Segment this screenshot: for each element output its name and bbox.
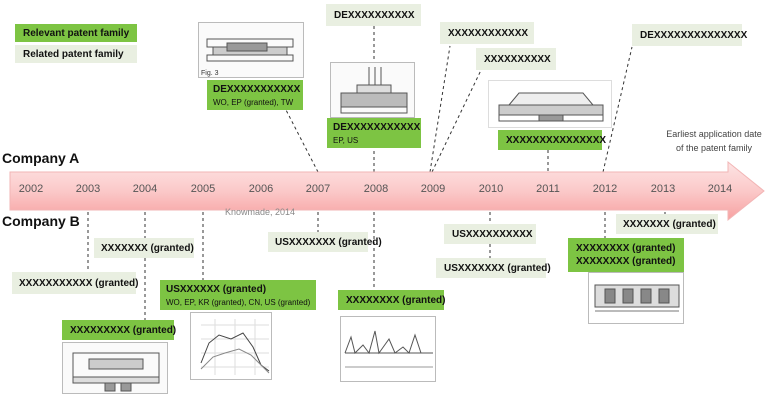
company-a-patent-2: DEXXXXXXXXXX <box>326 4 421 26</box>
year-label: 2005 <box>190 183 216 195</box>
patent-label: XXXXXXXX (granted) <box>576 243 676 254</box>
connector-a4 <box>429 45 451 173</box>
connector-a1 <box>284 107 319 173</box>
patent-drawing <box>62 342 168 394</box>
year-label: 2012 <box>592 183 618 195</box>
patent-drawing <box>330 62 415 118</box>
company-b-patent-1: XXXXXXX (granted) <box>94 238 194 258</box>
patent-drawing-figure <box>340 67 408 114</box>
patent-countries: WO, EP (granted), TW <box>213 98 294 107</box>
patent-drawing-figure <box>200 319 270 375</box>
year-label: 2002 <box>18 183 44 195</box>
patent-drawing-figure: Fig. 3 <box>201 38 294 77</box>
patent-id: DEXXXXXXXXXX <box>334 10 415 21</box>
company-a-patent-4: XXXXXXXXXXXX <box>440 22 534 44</box>
patent-drawing <box>588 272 684 324</box>
patent-label: USXXXXXXX (granted) <box>275 237 382 248</box>
legend-relevant-label: Relevant patent family <box>23 28 130 39</box>
patent-id: XXXXXXXXXXXXXXX <box>506 135 607 146</box>
patent-label: XXXXXXXXXXX (granted) <box>19 278 139 289</box>
year-label: 2013 <box>650 183 676 195</box>
patent-id: DEXXXXXXXXXXXXXX <box>640 30 748 41</box>
patent-label: XXXXXXXXX (granted) <box>70 325 177 336</box>
patent-drawing-figure <box>72 352 160 392</box>
company-a-patent-6: XXXXXXXXXXXXXXX <box>498 130 606 150</box>
svg-text:Fig. 3: Fig. 3 <box>201 70 219 77</box>
timeline-note: Earliest application date of the patent … <box>666 129 762 153</box>
patent-id: DEXXXXXXXXXXX <box>333 122 421 133</box>
patent-drawing <box>488 80 612 128</box>
patent-label: USXXXXXXXXXX <box>452 229 533 240</box>
patent-label: XXXXXXXX (granted) <box>346 295 446 306</box>
legend-related-label: Related patent family <box>23 49 124 60</box>
patent-drawing: Fig. 3 <box>198 22 304 78</box>
company-a-patent-1: DEXXXXXXXXXXX WO, EP (granted), TW <box>207 80 303 110</box>
company-b-label: Company B <box>2 213 80 229</box>
company-b-patent-2: XXXXXXXXXXX (granted) <box>12 272 139 294</box>
patent-label-line2: XXXXXXXX (granted) <box>576 256 676 267</box>
company-b-patent-4: XXXXXXXXX (granted) <box>62 320 177 340</box>
year-label: 2014 <box>707 183 733 195</box>
patent-id: XXXXXXXXXX <box>484 54 551 65</box>
company-b-patent-5: USXXXXXXX (granted) <box>268 232 382 252</box>
year-label: 2004 <box>132 183 158 195</box>
year-label: 2011 <box>536 183 560 195</box>
company-b-patent-8: USXXXXXXX (granted) <box>436 258 551 278</box>
patent-drawing <box>340 316 436 382</box>
patent-label: USXXXXXX (granted) <box>166 284 267 295</box>
patent-drawing-figure <box>594 284 680 312</box>
legend-related: Related patent family <box>15 45 137 63</box>
year-label: 2008 <box>363 183 389 195</box>
timeline-watermark: Knowmade, 2014 <box>225 207 296 217</box>
year-label: 2010 <box>478 183 504 195</box>
patent-countries: EP, US <box>333 136 359 145</box>
year-label: 2006 <box>248 183 274 195</box>
connector-a5 <box>431 65 484 173</box>
company-b-patent-6: XXXXXXXX (granted) <box>338 290 446 310</box>
patent-drawing-figure <box>498 92 604 122</box>
company-b-patent-7: USXXXXXXXXXX <box>444 224 536 244</box>
year-label: 2009 <box>420 183 446 195</box>
patent-id: DEXXXXXXXXXXX <box>213 84 301 95</box>
timeline-arrow <box>9 160 765 222</box>
patent-id: XXXXXXXXXXXX <box>448 28 529 39</box>
year-label: 2007 <box>305 183 331 195</box>
patent-drawing-figure <box>344 330 433 368</box>
patent-label: XXXXXXX (granted) <box>623 219 716 230</box>
patent-label: XXXXXXX (granted) <box>101 243 194 254</box>
company-a-patent-7: DEXXXXXXXXXXXXXX <box>632 24 747 46</box>
patent-drawing <box>190 312 272 380</box>
legend-relevant: Relevant patent family <box>15 24 137 42</box>
company-a-patent-3: DEXXXXXXXXXXX EP, US <box>327 118 421 148</box>
company-b-patent-9: XXXXXXXX (granted) XXXXXXXX (granted) <box>568 238 684 272</box>
patent-label: USXXXXXXX (granted) <box>444 263 551 274</box>
patent-countries: WO, EP, KR (granted), CN, US (granted) <box>166 298 311 307</box>
company-a-patent-5: XXXXXXXXXX <box>476 48 556 70</box>
company-a-label: Company A <box>2 150 80 166</box>
company-b-patent-3: USXXXXXX (granted) WO, EP, KR (granted),… <box>160 280 316 310</box>
company-b-patent-10: XXXXXXX (granted) <box>616 214 718 234</box>
year-label: 2003 <box>75 183 101 195</box>
